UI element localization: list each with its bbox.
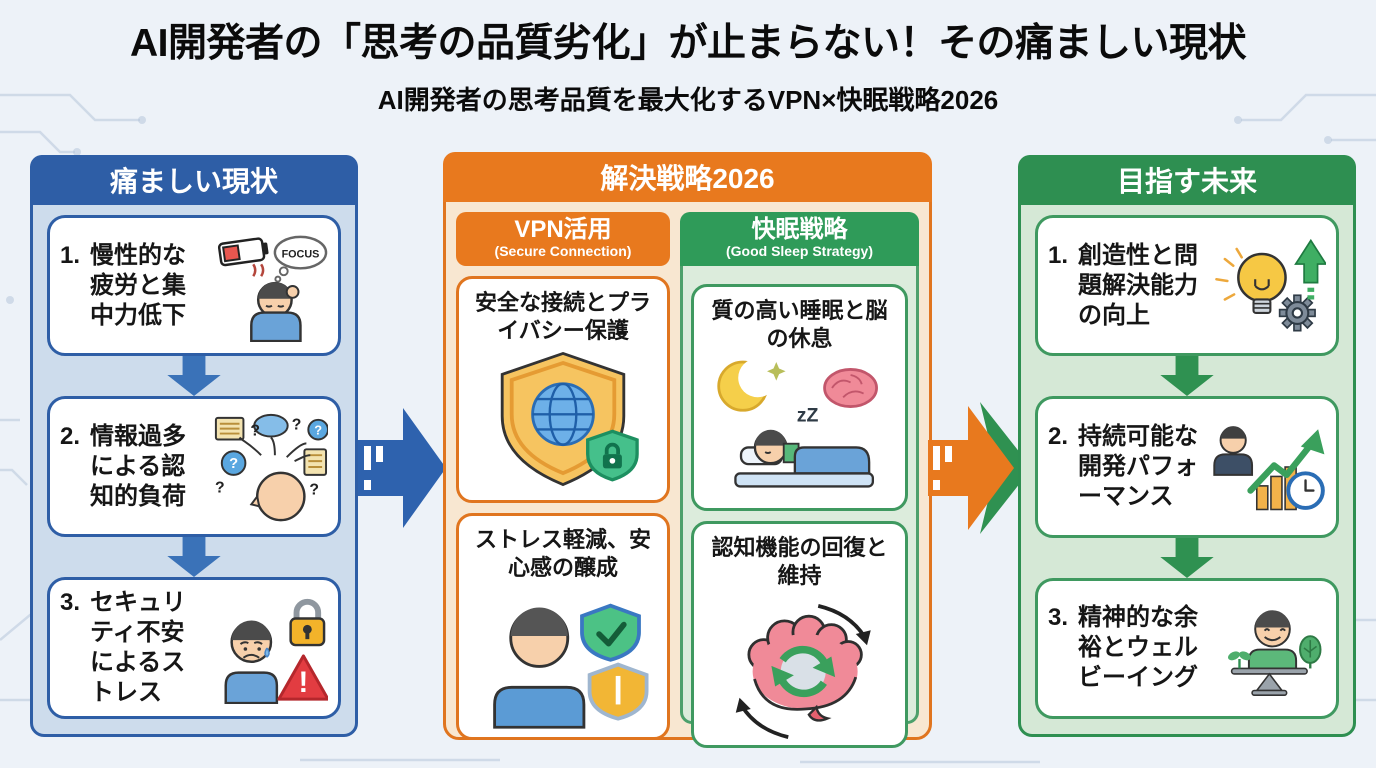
vpn-subcolumn: VPN活用 (Secure Connection) 安全な接続とプライバシー保護 — [456, 212, 670, 741]
svg-text:FOCUS: FOCUS — [282, 248, 320, 260]
sleeping-person-icon: zZ — [717, 358, 878, 488]
down-arrow-green — [1160, 537, 1214, 578]
sleep-title: 快眠戦略 — [751, 216, 848, 243]
down-arrow-blue — [167, 537, 221, 577]
current-item-2: 2. 情報過多による認知的負荷 ? ? ? ? ? ? — [47, 396, 341, 537]
down-arrow-blue — [167, 356, 221, 396]
sleep-subtitle: (Good Sleep Strategy) — [725, 243, 874, 260]
vpn-shield-globe-icon — [500, 352, 639, 487]
current-item-1: 1. 慢性的な疲労と集中力低下 FOCUS — [47, 215, 341, 356]
vpn-subtitle: (Secure Connection) — [494, 243, 632, 260]
future-item-2-label: 2. 持続可能な開発パフォーマンス — [1048, 422, 1198, 510]
flow-arrow-solution-to-future — [928, 402, 1032, 534]
sleep-card-2: 認知機能の回復と維持 — [691, 521, 908, 749]
future-item-1: 1. 創造性と問題解決能力の向上 — [1035, 215, 1339, 357]
current-item-2-label: 2. 情報過多による認知的負荷 — [60, 422, 186, 510]
calm-person-shields-icon — [493, 603, 649, 729]
current-item-3: 3. セキュリティ不安によるストレス ! — [47, 577, 341, 719]
solution-column: 解決戦略2026 VPN活用 (Secure Connection) 安全な接続… — [443, 152, 932, 749]
sleep-subcolumn: 快眠戦略 (Good Sleep Strategy) 質の高い睡眠と脳の休息 z… — [680, 212, 919, 749]
svg-text:zZ: zZ — [797, 405, 819, 427]
solution-body: VPN活用 (Secure Connection) 安全な接続とプライバシー保護 — [446, 202, 929, 749]
svg-text:?: ? — [229, 455, 238, 471]
future-item-3: 3. 精神的な余裕とウェルビーイング — [1035, 577, 1339, 719]
svg-text:?: ? — [309, 481, 319, 498]
sleep-card-1-label: 質の高い睡眠と脳の休息 — [711, 298, 888, 351]
sleep-subheader: 快眠戦略 (Good Sleep Strategy) — [680, 212, 919, 267]
future-header: 目指す未来 — [1018, 155, 1356, 205]
vpn-title: VPN活用 — [514, 216, 612, 243]
future-item-1-label: 1. 創造性と問題解決能力の向上 — [1048, 241, 1198, 329]
svg-text:?: ? — [215, 479, 225, 496]
svg-text:!: ! — [299, 666, 309, 699]
future-item-3-label: 3. 精神的な余裕とウェルビーイング — [1048, 604, 1198, 692]
performance-chart-icon — [1213, 426, 1325, 511]
sleep-card-1: 質の高い睡眠と脳の休息 zZ — [691, 284, 908, 512]
future-body: 1. 創造性と問題解決能力の向上 — [1021, 205, 1353, 731]
current-item-1-label: 1. 慢性的な疲労と集中力低下 — [60, 241, 186, 329]
security-stress-icon: ! — [224, 598, 328, 704]
page-title: AI開発者の「思考の品質劣化」が止まらない！その痛ましい現状 — [129, 22, 1247, 65]
information-overload-icon: ? ? ? ? ? ? — [214, 413, 328, 521]
vpn-card-2-label: ストレス軽減、安心感の醸成 — [474, 527, 651, 580]
vpn-card-2: ストレス軽減、安心感の醸成 — [456, 513, 670, 741]
down-arrow-green — [1160, 356, 1214, 397]
vpn-subheader: VPN活用 (Secure Connection) — [456, 212, 670, 267]
creativity-bulb-icon — [1215, 238, 1326, 332]
current-state-column: 痛ましい現状 1. 慢性的な疲労と集中力低下 FOCUS — [30, 155, 358, 737]
future-item-2: 2. 持続可能な開発パフォーマンス — [1035, 396, 1339, 538]
vpn-card-1-label: 安全な接続とプライバシー保護 — [474, 290, 651, 343]
current-state-body: 1. 慢性的な疲労と集中力低下 FOCUS — [33, 205, 355, 731]
brain-recovery-icon — [735, 604, 871, 740]
page-subtitle: AI開発者の思考品質を最大化するVPN×快眠戦略2026 — [377, 85, 999, 115]
current-state-header: 痛ましい現状 — [30, 155, 358, 205]
solution-header: 解決戦略2026 — [443, 152, 932, 202]
sleep-card-2-label: 認知機能の回復と維持 — [711, 535, 888, 588]
svg-text:?: ? — [314, 422, 322, 437]
svg-text:?: ? — [250, 422, 260, 439]
svg-text:?: ? — [292, 416, 302, 433]
flow-arrow-current-to-solution — [358, 408, 446, 528]
future-column: 目指す未来 1. 創造性と問題解決能力の向上 — [1018, 155, 1356, 737]
current-item-3-label: 3. セキュリティ不安によるストレス — [60, 589, 186, 706]
wellbeing-balance-icon — [1228, 610, 1322, 697]
vpn-card-1: 安全な接続とプライバシー保護 — [456, 276, 670, 504]
tired-developer-icon: FOCUS — [217, 235, 328, 342]
